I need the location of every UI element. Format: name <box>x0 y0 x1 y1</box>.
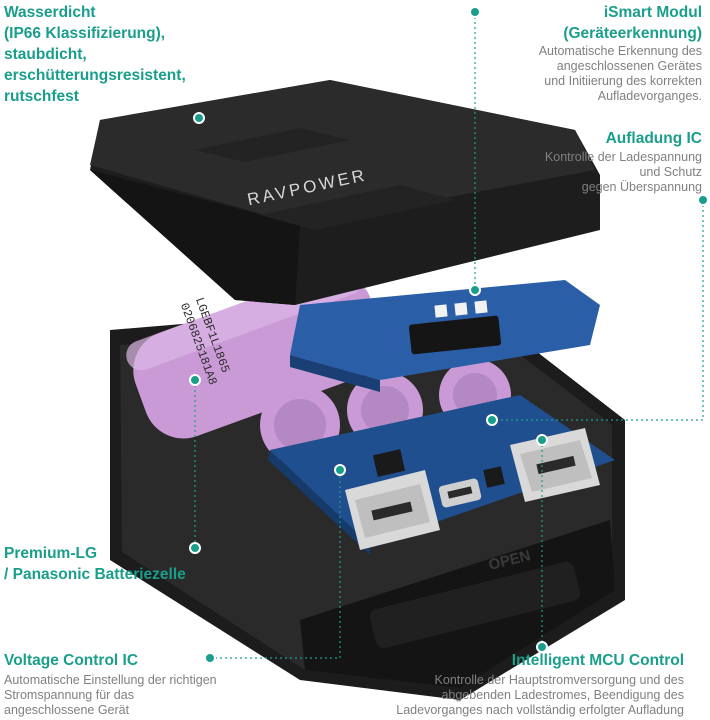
ismart-description: Automatische Erkennung des angeschlossen… <box>538 44 702 103</box>
charging-ic-description: Kontrolle der Ladespannung und Schutz ge… <box>544 150 702 194</box>
micro-usb-port <box>438 478 482 508</box>
upper-pcb <box>290 280 600 392</box>
top-lid <box>90 80 600 305</box>
usb-port-right <box>510 428 600 502</box>
callout-lines <box>194 12 704 659</box>
battery-cells-title: Premium-LG / Panasonic Batteriezelle <box>4 545 186 583</box>
usb-port-left <box>345 470 440 550</box>
mcu-title: Intelligent MCU Control <box>511 652 684 669</box>
waterproof-title: Wasserdicht (IP66 Klassifizierung), stau… <box>4 4 186 105</box>
ismart-title: iSmart Modul (Geräteerkennung) <box>563 4 702 42</box>
charging-ic-title: Aufladung IC <box>605 130 702 147</box>
callout-dots <box>189 6 709 664</box>
main-pcb <box>268 395 615 555</box>
mcu-description: Kontrolle der Hauptstromversorgung und d… <box>396 673 684 717</box>
voltage-ic-title: Voltage Control IC <box>4 652 139 669</box>
voltage-ic-description: Automatische Einstellung der richtigen S… <box>4 673 217 717</box>
